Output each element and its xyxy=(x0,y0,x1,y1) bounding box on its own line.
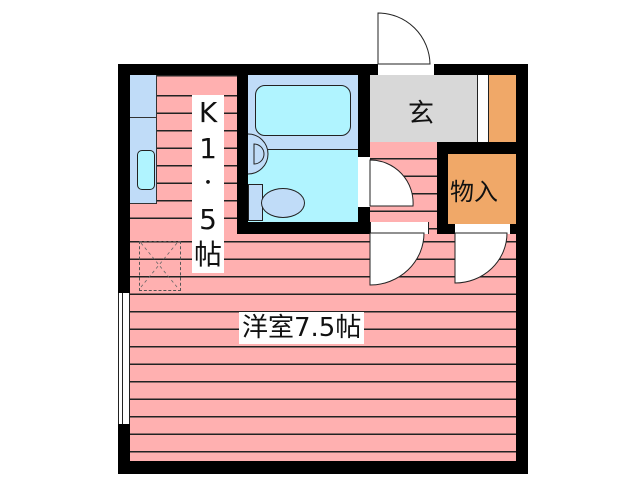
kitchen-label-char: K xyxy=(198,96,218,129)
toilet-bowl xyxy=(261,188,305,218)
bath-wall-right-top xyxy=(358,75,370,157)
bath-wall-right-bottom xyxy=(358,207,370,234)
wash-basin-icon xyxy=(247,133,269,175)
window-left xyxy=(118,293,130,424)
entrance xyxy=(370,75,478,142)
entrance-door-gap xyxy=(378,64,434,75)
window-divider xyxy=(122,293,123,424)
shoe-cabinet-door xyxy=(477,75,489,142)
entrance-label: 玄 xyxy=(408,99,435,129)
kitchen-label-char: 1 xyxy=(199,131,217,165)
kitchen-counter-divider xyxy=(130,117,156,118)
kitchen-label-char: 帖 xyxy=(193,238,222,271)
bath-wall-left xyxy=(237,75,248,233)
bath-door-swing[interactable] xyxy=(369,159,415,210)
outer-wall-right xyxy=(516,64,528,474)
bath-door-gap xyxy=(358,157,370,207)
shoe-cabinet xyxy=(488,75,516,142)
hall-door-gap xyxy=(370,222,429,234)
outer-wall-bottom xyxy=(118,461,528,474)
storage-door-swing[interactable] xyxy=(454,232,510,288)
kitchen-sink xyxy=(137,150,155,190)
storage-wall-left xyxy=(437,142,448,234)
outer-wall-left-top xyxy=(118,64,130,293)
bath-wall-bottom xyxy=(237,222,370,234)
outer-wall-top xyxy=(118,64,528,75)
storage xyxy=(448,154,516,224)
storage-door-gap xyxy=(455,224,510,234)
hall-door-swing[interactable] xyxy=(369,232,430,288)
western-room-label: 洋室7.5帖 xyxy=(239,312,365,344)
entrance-door-swing[interactable] xyxy=(377,12,438,69)
bathtub xyxy=(255,85,351,136)
kitchen-label: K 1 ・ 5 帖 xyxy=(192,95,224,273)
fridge-space xyxy=(139,241,181,291)
fridge-space-cross xyxy=(140,242,178,288)
storage-label: 物入 xyxy=(450,178,498,206)
kitchen-label-char: 5 xyxy=(199,202,217,236)
storage-wall-top xyxy=(437,142,528,154)
kitchen-label-char: ・ xyxy=(199,173,217,194)
